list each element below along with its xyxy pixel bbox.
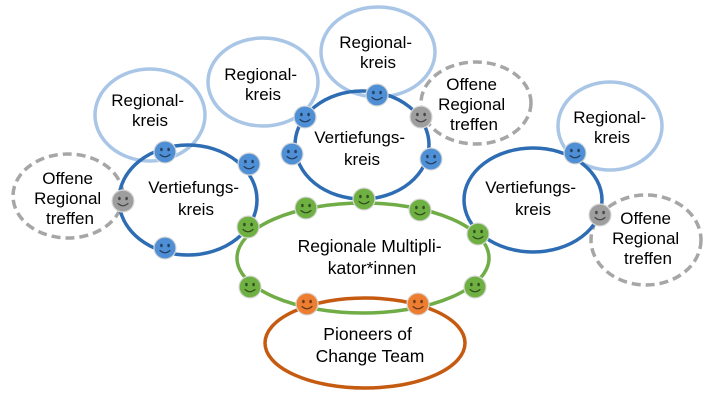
regional-circle-mid-left <box>206 36 320 128</box>
regional-circle-right <box>556 80 664 172</box>
vertiefung-label-right: Vertiefungs- kreis <box>485 178 580 219</box>
smiley-face-icon <box>463 275 487 299</box>
smiley-faces-group <box>111 83 612 316</box>
smiley-face-icon <box>111 189 135 213</box>
smiley-face-icon <box>409 105 433 129</box>
smiley-face-icon <box>236 215 260 239</box>
smiley-face-icon <box>408 198 432 222</box>
pioneers-label: Pioneers of Change Team <box>316 324 425 366</box>
smiley-face-icon <box>466 222 490 246</box>
smiley-face-icon <box>294 196 318 220</box>
smiley-face-icon <box>280 142 304 166</box>
smiley-face-icon <box>153 236 177 260</box>
smiley-face-icon <box>295 292 319 316</box>
vertiefung-circle-right <box>462 146 604 254</box>
smiley-face-icon <box>406 292 430 316</box>
offene-label-top: Offene Regional treffen <box>438 75 510 134</box>
smiley-face-icon <box>237 152 261 176</box>
smiley-face-icon <box>293 105 317 129</box>
smiley-face-icon <box>588 203 612 227</box>
offene-circle-top <box>419 60 533 146</box>
regional-label-left: Regional- kreis <box>111 91 189 130</box>
vertiefung-label-mid: Vertiefungs- kreis <box>314 128 409 169</box>
smiley-face-icon <box>238 275 262 299</box>
regional-label-right: Regional- kreis <box>573 108 651 147</box>
regional-circle-left <box>93 67 207 163</box>
vertiefung-label-left: Vertiefungs- kreis <box>148 178 243 219</box>
smiley-face-icon <box>419 147 443 171</box>
smiley-face-icon <box>153 140 177 164</box>
offene-label-left: Offene Regional treffen <box>34 169 106 228</box>
offene-label-right: Offene Regional treffen <box>612 209 684 268</box>
regional-label-mid-left: Regional- kreis <box>224 65 302 104</box>
pioneers-circle <box>263 296 467 390</box>
smiley-face-icon <box>365 83 389 107</box>
smiley-face-icon <box>563 141 587 165</box>
smiley-face-icon <box>352 187 376 211</box>
offene-circle-right <box>589 193 703 287</box>
multiplikator-label: Regionale Multipli- kator*innen <box>298 236 447 278</box>
regional-label-top: Regional- kreis <box>339 33 417 72</box>
